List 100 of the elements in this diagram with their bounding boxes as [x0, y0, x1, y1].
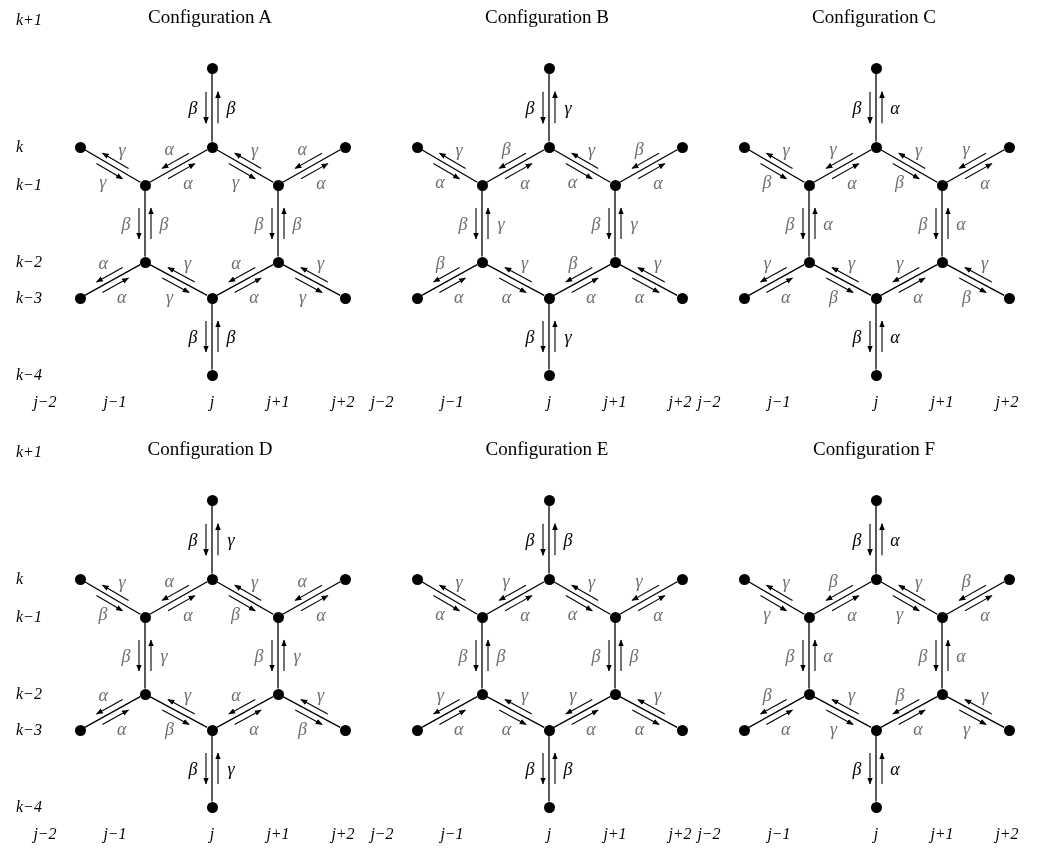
- edge-line: [84, 264, 141, 296]
- edge-line: [144, 621, 146, 690]
- edge-line: [277, 189, 279, 258]
- panel-title: Configuration A: [147, 6, 273, 28]
- edge-line: [548, 72, 550, 143]
- vertex-dot: [139, 611, 151, 623]
- arrow-label: γ: [455, 140, 463, 159]
- arrow-label: β: [895, 686, 905, 705]
- row-index-label: k−4: [16, 367, 42, 383]
- column-index-label: j+2: [995, 394, 1019, 410]
- arrow-label: α: [454, 719, 464, 738]
- vertex-dot: [609, 179, 621, 191]
- edge-line: [619, 263, 678, 297]
- edge-line: [84, 696, 141, 728]
- arrow-label: α: [117, 287, 127, 306]
- vertex-dot: [476, 179, 488, 191]
- arrow-label: α: [823, 646, 833, 665]
- vertex-dot: [543, 724, 555, 736]
- vertex-dot: [609, 688, 621, 700]
- edge-line: [149, 263, 208, 297]
- column-index-label: j+1: [930, 394, 954, 410]
- edge-line: [548, 302, 550, 371]
- arrow-label: α: [781, 719, 791, 738]
- arrow-label: β: [525, 759, 535, 778]
- arrow-label: β: [852, 530, 862, 549]
- arrow-label: α: [980, 173, 990, 192]
- column-index-label: j−1: [767, 394, 791, 410]
- arrow-label: α: [847, 605, 857, 624]
- vertex-dot: [870, 141, 882, 153]
- arrow-label: γ: [630, 214, 638, 233]
- column-index-label: j+2: [668, 394, 692, 410]
- panel-title: Configuration C: [811, 6, 937, 28]
- arrow-label: β: [629, 646, 639, 665]
- edge-line: [282, 263, 341, 297]
- column-index-label: j−1: [440, 394, 464, 410]
- vertex-dot: [339, 573, 351, 585]
- arrow-label: γ: [293, 646, 301, 665]
- arrow-label: β: [121, 646, 131, 665]
- edge-line: [216, 149, 274, 183]
- edge-line: [548, 504, 550, 575]
- column-index-label: j−2: [370, 394, 394, 410]
- edge-line: [946, 263, 1005, 297]
- vertex-dot: [870, 369, 882, 381]
- column-index-label: j−1: [767, 826, 791, 842]
- arrow-label: β: [496, 646, 506, 665]
- edge-line: [486, 263, 545, 297]
- arrow-label: γ: [502, 572, 510, 591]
- edge-line: [553, 581, 611, 615]
- arrow-label: γ: [183, 254, 192, 273]
- arrow-label: α: [890, 327, 900, 346]
- arrow-label: β: [165, 719, 174, 738]
- arrow-label: β: [895, 173, 904, 192]
- column-index-label: j−2: [33, 394, 57, 410]
- arrow-label: γ: [763, 605, 771, 624]
- column-index-label: j: [546, 826, 552, 842]
- edge-line: [481, 189, 483, 258]
- arrow-label: α: [956, 214, 966, 233]
- arrow-label: β: [525, 327, 535, 346]
- arrow-label: α: [956, 646, 966, 665]
- arrow-label: γ: [564, 327, 572, 346]
- vertex-dot: [676, 141, 688, 153]
- arrow-label: α: [634, 287, 645, 306]
- arrow-label: γ: [316, 686, 325, 705]
- vertex-dot: [738, 573, 750, 585]
- edge-line: [486, 581, 545, 615]
- vertex-dot: [411, 724, 423, 736]
- arrow-label: γ: [782, 140, 790, 159]
- edge-line: [813, 581, 872, 615]
- row-index-label: k+1: [16, 12, 42, 28]
- edge-line: [808, 621, 810, 690]
- arrow-label: γ: [118, 572, 126, 591]
- vertex-dot: [411, 292, 423, 304]
- vertex-dot: [206, 292, 218, 304]
- vertex-dot: [411, 141, 423, 153]
- edge-line: [614, 189, 616, 258]
- vertex-dot: [803, 688, 815, 700]
- arrow-label: γ: [763, 254, 771, 273]
- arrow-label: β: [962, 287, 971, 306]
- edge-line: [84, 149, 141, 183]
- vertex-dot: [476, 688, 488, 700]
- arrow-label: γ: [653, 254, 662, 273]
- arrow-label: α: [231, 686, 241, 705]
- arrow-label: α: [183, 173, 193, 192]
- vertex-dot: [74, 292, 86, 304]
- arrow-label: α: [297, 572, 307, 591]
- arrow-label: α: [653, 605, 663, 624]
- arrow-label: γ: [635, 572, 643, 591]
- row-index-label: k−4: [16, 799, 42, 815]
- arrow-label: β: [188, 98, 198, 117]
- arrow-label: α: [586, 287, 596, 306]
- arrow-label: α: [297, 140, 307, 159]
- column-index-label: j+2: [668, 826, 692, 842]
- vertex-dot: [139, 256, 151, 268]
- vertex-dot: [206, 724, 218, 736]
- column-index-label: j: [209, 826, 215, 842]
- edge-line: [282, 149, 341, 183]
- row-index-label: k−2: [16, 686, 42, 702]
- vertex-dot: [272, 179, 284, 191]
- arrow-label: γ: [165, 287, 174, 306]
- arrow-label: α: [913, 287, 923, 306]
